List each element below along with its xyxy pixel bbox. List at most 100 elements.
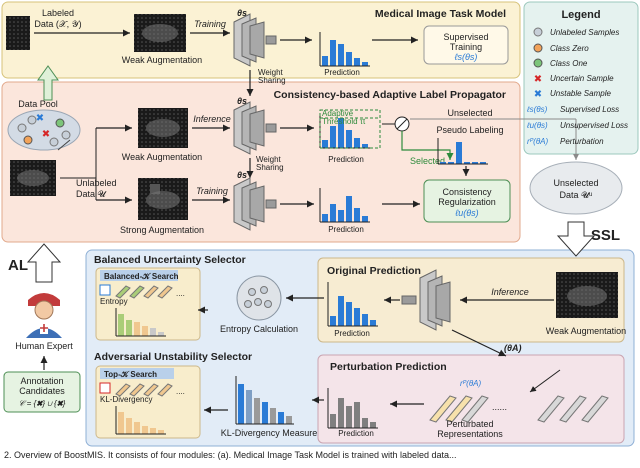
svg-text:....: ....: [176, 289, 185, 298]
legend-item-class-one: Class One: [550, 59, 588, 68]
bars-kl-small-bar: [150, 428, 156, 434]
balanced-rank-slabs: ....: [115, 285, 185, 299]
bars-entropy-bar: [142, 326, 148, 336]
unsupervised-loss-symbol: ℓu(θs): [454, 208, 478, 218]
bars-kl-bar: [246, 390, 252, 424]
legend-item-unlabeled: Unlabeled Samples: [550, 28, 619, 37]
pool-to-labeled-arrow: [37, 65, 59, 101]
entropy-calc-label: Entropy Calculation: [220, 324, 298, 334]
bars-strong-bar: [346, 196, 352, 222]
bars-pseudo-bar: [480, 162, 486, 164]
unselected-data-cloud: [529, 161, 623, 215]
weight-sharing-mid-2: Sharing: [256, 163, 284, 172]
annotation-label-2: Candidates: [19, 386, 65, 396]
kl-measure-label: KL-Divergency Measure: [221, 428, 318, 438]
bars-pseudo-bar: [440, 162, 446, 164]
bars-kl-small-bar: [158, 430, 164, 434]
weight-sharing-top: Weight: [258, 68, 284, 77]
bars-top-bar: [322, 56, 328, 66]
perturbation-symbol: rᴾ(θA): [460, 379, 482, 388]
prediction-bars-strong: [319, 188, 370, 223]
adaptive-threshold-label: Adaptive: [322, 109, 354, 118]
bars-entropy-bar: [126, 320, 132, 336]
bars-kl-bar: [270, 408, 276, 424]
original-pred-bars: [327, 282, 378, 327]
bars-pseudo-bar: [456, 142, 462, 164]
theta-a-label: (θA): [504, 343, 522, 353]
bars-orig-bar: [338, 296, 344, 326]
bars-kl-bar: [238, 384, 244, 424]
bars-top-bar: [362, 62, 368, 66]
supervised-training-label: Supervised: [443, 32, 488, 42]
adaptive-threshold-label-2: Threshold τt: [322, 117, 366, 126]
weak-aug-al-label: Weak Augmentation: [546, 326, 626, 336]
legend-item-unsupervised: Unsupervised Loss: [560, 121, 628, 130]
prediction-strong-label: Prediction: [328, 225, 364, 234]
bars-orig-bar: [330, 316, 336, 326]
prediction-top-label: Prediction: [324, 68, 360, 77]
inference-mid-label: Inference: [193, 114, 231, 124]
expert-to-pool-arrow: [26, 243, 62, 283]
topk-rank-slabs: ....: [115, 383, 185, 397]
human-expert-label: Human Expert: [15, 341, 73, 351]
theta-s-bottom: θs: [237, 170, 247, 180]
bars-strong-bar: [354, 208, 360, 222]
bars-entropy-bar: [118, 314, 124, 336]
kl-small-bars: [115, 406, 166, 435]
ssl-label: SSL: [591, 227, 620, 244]
labeled-data-label-2: Data (𝒳, 𝒴): [34, 19, 81, 29]
consistency-label: Consistency: [442, 187, 492, 197]
uncertain-legend-icon: ✖: [534, 74, 542, 85]
legend-item-supervised: Supervised Loss: [560, 105, 619, 114]
unselected-data-label: Unselected: [553, 178, 598, 188]
perturbation-pred-title: Perturbation Prediction: [330, 361, 447, 373]
weak-aug-mid-label: Weak Augmentation: [122, 152, 202, 162]
bars-strong-bar: [362, 216, 368, 222]
bars-strong-bar: [338, 210, 344, 222]
bars-top-bar: [346, 52, 352, 66]
bars-strong-bar: [330, 204, 336, 222]
unlabeled-data-label-2: Data 𝓤: [76, 189, 108, 199]
legend-symbol-supervised: ℓs(θs): [526, 105, 548, 114]
bars-pert-bar: [354, 402, 360, 428]
entropy-bars: [115, 308, 166, 337]
topk-uncertain-icon: [99, 382, 111, 394]
pseudo-label-bars: [437, 138, 488, 165]
model-block-al: [401, 269, 451, 331]
bars-entropy-bar: [150, 328, 156, 336]
entropy-calc-circle: [236, 275, 282, 321]
candidate-formula: 𝒞 = {✖} ∪ {✖}: [19, 399, 66, 408]
perturbated-slabs: [429, 395, 609, 423]
model-block-mid: [233, 101, 277, 155]
propagator-title: Consistency-based Adaptive Label Propaga…: [274, 89, 506, 101]
unselected-label: Unselected: [447, 108, 492, 118]
annotation-candidates-box: [3, 371, 81, 413]
bars-kl-small-bar: [134, 422, 140, 434]
balanced-search-label: Balanced-𝒦 Search: [104, 272, 179, 281]
bars-kl-bar: [254, 398, 260, 424]
class-one-dot-icon: [533, 58, 543, 68]
bars-kl-bar: [278, 412, 284, 424]
annotation-label: Annotation: [20, 376, 63, 386]
legend-item-perturbation: Perturbation: [560, 137, 604, 146]
consistency-label-2: Regularization: [438, 197, 496, 207]
legend-item-unstable: Unstable Sample: [550, 89, 611, 98]
bars-orig-bar: [362, 314, 368, 326]
consistency-box: [423, 179, 511, 223]
unselected-data-label-2: Data 𝓤ᵘ: [560, 190, 593, 200]
perturbation-pred-bars: [327, 388, 378, 429]
selected-label: Selected: [410, 156, 445, 166]
bars-entropy-bar: [158, 332, 164, 336]
bars-mid-bar: [362, 144, 368, 148]
class-zero-dot-icon: [533, 43, 543, 53]
bars-kl-bar: [262, 402, 268, 424]
legend-panel: [523, 1, 639, 155]
training-top-label: Training: [194, 19, 226, 29]
bars-mid-bar: [354, 138, 360, 148]
kl-measure-bars: [235, 376, 294, 425]
perturbated-repr-label: Perturbated: [446, 419, 493, 429]
original-pred-title: Original Prediction: [327, 265, 421, 277]
legend-symbol-perturbation: rᴾ(θA): [527, 137, 549, 146]
prediction-bars-top: [319, 32, 370, 67]
bars-strong-bar: [322, 214, 328, 222]
